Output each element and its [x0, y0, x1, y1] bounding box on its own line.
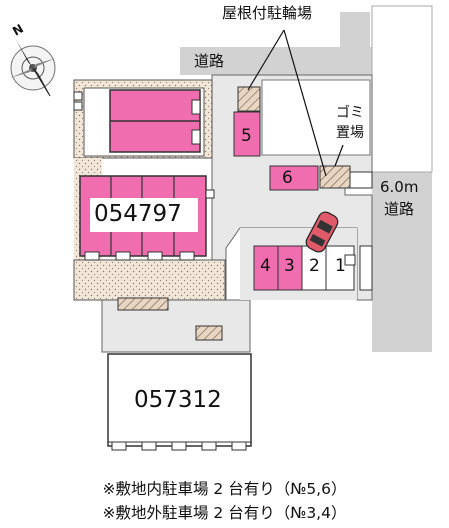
road-width-label: 6.0m: [380, 178, 419, 196]
parking-space-6: 6: [282, 168, 293, 188]
note-onsite-parking: ※敷地内駐車場 2 台有り（№5,6）: [102, 480, 347, 498]
site-marks: [73, 91, 356, 266]
building-b-units: [107, 325, 252, 451]
parking-space-5: 5: [241, 126, 252, 146]
building-b-number: 057312: [134, 387, 222, 413]
building-a-number: 054797: [94, 201, 182, 227]
compass-icon: [10, 40, 56, 97]
parking-space-1: 1: [335, 256, 346, 276]
bike-shelter-areas: [117, 86, 373, 311]
garbage-label-line1: ゴミ: [336, 105, 364, 121]
bike-shelter-label: 屋根付駐輪場: [222, 4, 313, 22]
note-offsite-parking: ※敷地外駐車場 2 台有り（№3,4）: [102, 504, 347, 522]
road-area: [180, 5, 433, 352]
parking-space-2: 2: [309, 256, 320, 276]
building-a-units: [79, 89, 207, 261]
parking-spaces: [233, 111, 373, 291]
parking-space-4: 4: [260, 256, 271, 276]
leader-lines: [247, 29, 344, 177]
car-icon: [305, 211, 339, 253]
parking-space-3: 3: [284, 256, 295, 276]
road-label-right: 道路: [384, 200, 415, 218]
garbage-label-line2: 置場: [336, 125, 364, 141]
road-label-top: 道路: [194, 52, 225, 70]
